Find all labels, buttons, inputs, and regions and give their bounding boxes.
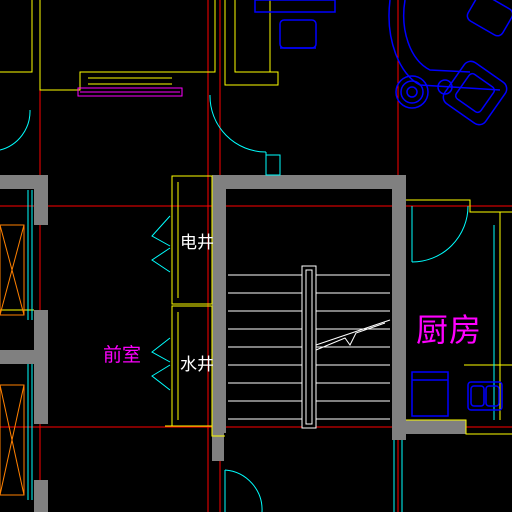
lower-wall-small xyxy=(212,433,224,461)
round-table-mid xyxy=(400,80,424,104)
stair-wall-top xyxy=(212,175,406,189)
shaft-door-2a xyxy=(151,337,171,363)
furniture xyxy=(254,0,512,126)
left-elevators xyxy=(0,224,25,496)
shaft-door-2b xyxy=(151,364,171,391)
elevator-box-2 xyxy=(0,384,25,496)
upper-left-room xyxy=(0,0,33,73)
shaft-door-1b xyxy=(151,247,171,273)
armchair xyxy=(442,60,508,126)
door-swing-left-top xyxy=(0,109,31,151)
stair-wall-left xyxy=(212,175,226,433)
upper-right-room xyxy=(224,0,279,86)
stair-handrail-outer xyxy=(301,265,317,429)
magenta-window xyxy=(77,87,183,97)
window-frame xyxy=(77,87,183,97)
front-room-label: 前室 xyxy=(103,344,142,366)
door-swing-kitchen xyxy=(411,205,469,263)
sink xyxy=(467,381,503,411)
kitchen-label: 厨房 xyxy=(416,311,483,349)
door-swing-right-top xyxy=(209,94,267,153)
shaft-door-1a xyxy=(151,215,171,247)
elevator-cross-1b xyxy=(0,224,25,316)
sink-basin-2 xyxy=(485,385,500,407)
doors xyxy=(0,94,495,512)
lamp xyxy=(437,79,453,95)
shaft-bottom-edge xyxy=(165,425,225,437)
kitchen-bottom-edge xyxy=(406,419,512,435)
electric-shaft-label: 电井 xyxy=(180,233,214,253)
armchair-top xyxy=(466,0,512,37)
stair-break-line xyxy=(315,322,386,351)
door-jamb xyxy=(265,154,281,176)
left-wall-vertical-4 xyxy=(34,480,48,512)
chair xyxy=(279,19,317,49)
left-wall-vertical-2 xyxy=(34,310,48,350)
upper-corridor-right xyxy=(172,0,216,73)
sofa-inner xyxy=(403,0,471,73)
yellow-linework xyxy=(0,0,512,437)
left-wall-mid xyxy=(0,350,48,364)
left-wall-vertical-3 xyxy=(34,364,48,424)
kitchen-top-edge xyxy=(406,199,512,213)
stair-handrail-inner xyxy=(305,269,313,425)
stove xyxy=(411,371,449,417)
table xyxy=(254,0,336,13)
sink-basin-1 xyxy=(470,385,485,407)
kitchen-wall-bottom xyxy=(406,420,466,434)
upper-corridor-left xyxy=(39,0,90,91)
stair-direction-arrow xyxy=(315,319,391,346)
walls xyxy=(0,175,466,512)
water-shaft-label: 水井 xyxy=(180,355,214,375)
elevator-box-1 xyxy=(0,224,25,316)
armchair-seat xyxy=(454,72,496,114)
kitchen-fixtures xyxy=(411,371,503,417)
round-table-inner xyxy=(406,86,418,98)
stair xyxy=(228,265,391,429)
round-table-outer xyxy=(395,75,429,109)
left-wall-vertical-1 xyxy=(34,175,48,225)
door-swing-lower xyxy=(224,469,263,512)
stair-wall-right xyxy=(392,175,406,440)
elevator-cross-2b xyxy=(0,384,25,496)
sofa-curve xyxy=(388,0,501,91)
